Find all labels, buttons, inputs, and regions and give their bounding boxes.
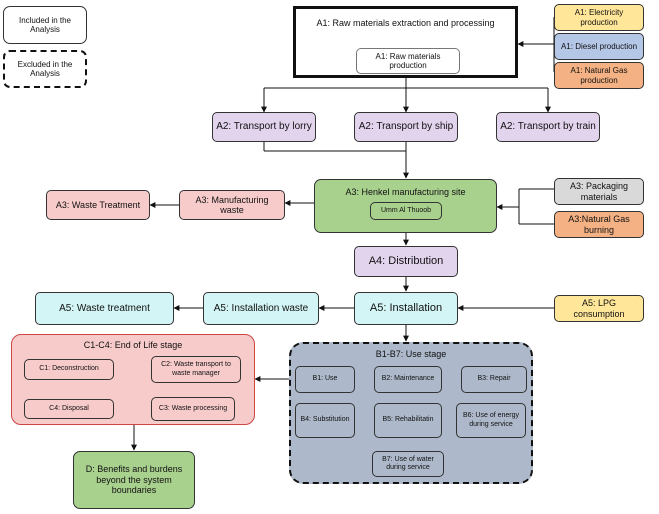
a3-henkel-manufacturing-site: A3: Henkel manufacturing site Umm Al Thu… (314, 179, 497, 233)
a1-diesel-production: A1: Diesel production (554, 33, 644, 60)
legend-included: Included in the Analysis (3, 6, 87, 44)
b2-maintenance: B2: Maintenance (374, 366, 442, 393)
a3-site-location: Umm Al Thuoob (370, 202, 442, 220)
b-stage-title: B1-B7: Use stage (375, 349, 447, 359)
c2-waste-transport: C2: Waste transport to waste manager (151, 356, 241, 383)
a3-waste-treatment: A3: Waste Treatment (46, 190, 150, 220)
c4-disposal: C4: Disposal (24, 399, 114, 419)
a2-transport-lorry: A2: Transport by lorry (212, 112, 316, 142)
a4-distribution: A4: Distribution (354, 246, 458, 277)
legend-excluded-label: Excluded in the Analysis (17, 59, 73, 78)
b3-repair: B3: Repair (461, 366, 527, 393)
b2-label: B2: Maintenance (381, 375, 435, 383)
a3-manufacturing-waste: A3: Manufacturing waste (179, 190, 285, 220)
a2-ship-label: A2: Transport by ship (358, 121, 454, 133)
legend-excluded: Excluded in the Analysis (3, 50, 87, 88)
a5-installation: A5: Installation (354, 292, 458, 325)
b7-label: B7: Use of water during service (382, 455, 434, 471)
b7-use-of-water: B7: Use of water during service (372, 451, 444, 477)
a1-electricity-production: A1: Electricity production (554, 4, 644, 31)
b1-use: B1: Use (295, 366, 355, 393)
a2-lorry-label: A2: Transport by lorry (216, 121, 312, 133)
c1-deconstruction: C1: Deconstruction (24, 359, 114, 380)
a5-lpg-consumption: A5: LPG consumption (554, 295, 644, 322)
b5-label: B5: Rehabilitatin (382, 416, 434, 424)
a2-transport-train: A2: Transport by train (496, 112, 600, 142)
a3-natural-gas-burning: A3:Natural Gas burning (554, 211, 644, 238)
a5-waste-treatment-label: A5: Waste treatment (59, 302, 150, 314)
c4-label: C4: Disposal (49, 404, 89, 412)
b5-rehabilitation: B5: Rehabilitatin (374, 403, 442, 438)
a1-raw-materials-production: A1: Raw materials production (356, 48, 460, 74)
a5-waste-treatment: A5: Waste treatment (35, 292, 174, 325)
c2-label: C2: Waste transport to waste manager (161, 361, 231, 377)
b4-substitution: B4: Substitution (295, 403, 355, 438)
a4-distribution-label: A4: Distribution (368, 255, 444, 268)
b-use-stage: B1-B7: Use stage B1: Use B2: Maintenance… (289, 342, 533, 484)
a3-waste-treatment-label: A3: Waste Treatment (55, 199, 141, 210)
a1-natural-gas-production: A1: Natural Gas production (554, 62, 644, 89)
c1-label: C1: Deconstruction (39, 365, 99, 373)
a5-installation-label: A5: Installation (369, 302, 443, 315)
b1-label: B1: Use (312, 375, 338, 383)
a3-natural-gas-burning-label: A3:Natural Gas burning (568, 214, 630, 235)
c3-label: C3: Waste processing (158, 404, 228, 412)
a3-packaging-materials: A3: Packaging materials (554, 178, 644, 205)
b6-label: B6: Use of energy during service (462, 412, 520, 428)
c-end-of-life-stage: C1-C4: End of Life stage C1: Deconstruct… (11, 334, 255, 425)
a5-lpg-label: A5: LPG consumption (573, 298, 625, 319)
b4-label: B4: Substitution (300, 416, 350, 424)
a1-raw-materials-production-label: A1: Raw materials production (375, 51, 441, 70)
a3-site-title: A3: Henkel manufacturing site (345, 187, 466, 197)
a1-electricity-label: A1: Electricity production (574, 8, 624, 27)
a3-manufacturing-waste-label: A3: Manufacturing waste (195, 194, 269, 215)
c-stage-title: C1-C4: End of Life stage (83, 340, 183, 350)
a2-train-label: A2: Transport by train (500, 121, 596, 133)
d-benefits-beyond-boundaries: D: Benefits and burdens beyond the syste… (73, 451, 195, 509)
b3-label: B3: Repair (477, 375, 511, 383)
a5-installation-waste: A5: Installation waste (203, 292, 319, 325)
a5-installation-waste-label: A5: Installation waste (213, 302, 309, 314)
a3-location-label: Umm Al Thuoob (380, 206, 432, 214)
c3-waste-processing: C3: Waste processing (151, 397, 235, 421)
b6-use-of-energy: B6: Use of energy during service (456, 403, 526, 438)
a1-diesel-label: A1: Diesel production (560, 41, 638, 51)
a1-natural-gas-label: A1: Natural Gas production (570, 66, 628, 85)
legend-included-label: Included in the Analysis (18, 15, 72, 34)
a2-transport-ship: A2: Transport by ship (354, 112, 458, 142)
d-benefits-label: D: Benefits and burdens beyond the syste… (85, 464, 183, 496)
a3-packaging-label: A3: Packaging materials (569, 181, 629, 202)
a1-title: A1: Raw materials extraction and process… (316, 18, 495, 28)
a1-raw-materials-box: A1: Raw materials extraction and process… (293, 6, 518, 78)
